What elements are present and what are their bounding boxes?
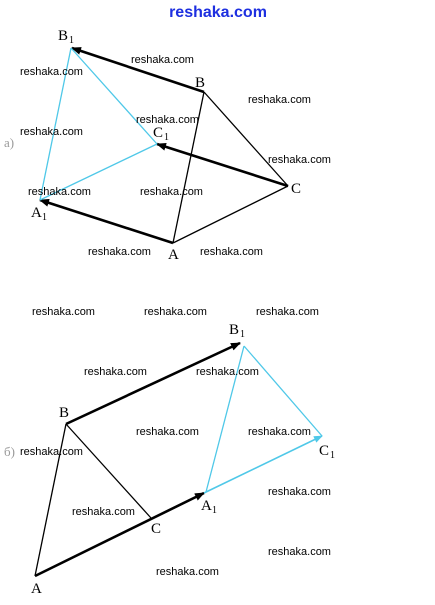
watermarks-part-a: reshaka.com reshaka.com reshaka.com resh… [20,54,331,258]
watermark: reshaka.com [144,306,207,318]
edge-a1-b1 [39,47,72,201]
watermark: reshaka.com [268,546,331,558]
label-b1: B [229,322,239,338]
edge-b-c [203,91,289,187]
label-b: B [195,75,205,91]
watermark: reshaka.com [136,114,199,126]
edge-b1-a1 [205,345,245,493]
label-a1: A [31,205,42,221]
label-b1: B [58,28,68,44]
label-c1-subscript: 1 [164,132,169,143]
label-c: C [151,521,161,537]
watermark: reshaka.com [268,154,331,166]
watermark: reshaka.com [256,306,319,318]
watermark: reshaka.com [136,426,199,438]
edge-c-a [172,185,289,244]
edge-c1-a1 [39,143,158,201]
watermark: reshaka.com [268,486,331,498]
part-a-marker: а) [4,135,14,150]
edge-b-c [65,423,152,519]
label-c1: C [153,125,163,141]
edge-a-b [172,91,205,244]
vector-a-a1 [34,491,205,578]
vector-a-a1 [39,198,174,245]
watermark: reshaka.com [140,186,203,198]
label-a: A [168,247,179,263]
watermark: reshaka.com [88,246,151,258]
watermark: reshaka.com [32,306,95,318]
watermark: reshaka.com [20,66,83,78]
label-a1-subscript: 1 [212,505,217,516]
edge-a-b [34,423,67,577]
watermark: reshaka.com [84,366,147,378]
watermark: reshaka.com [131,54,194,66]
label-a1-subscript: 1 [42,212,47,223]
vector-a1-c1 [203,435,323,494]
label-b: B [59,405,69,421]
watermark: reshaka.com [248,426,311,438]
label-a1: A [201,498,212,514]
figure-part-a: а) B 1 B C 1 C A 1 A [4,28,301,263]
watermark: reshaka.com [28,186,91,198]
label-b1-subscript: 1 [240,329,245,340]
watermark: reshaka.com [20,446,83,458]
watermark: reshaka.com [248,94,311,106]
vector-b-b1 [65,341,241,426]
part-b-marker: б) [4,444,15,459]
watermark: reshaka.com [156,566,219,578]
vector-b-b1 [71,46,205,94]
watermark: reshaka.com [196,366,259,378]
figure-part-b: б) B 1 B C 1 A 1 C A [4,322,335,597]
label-b1-subscript: 1 [69,35,74,46]
watermark: reshaka.com [200,246,263,258]
watermark: reshaka.com [72,506,135,518]
vector-c-c1 [156,142,289,188]
label-c: C [291,181,301,197]
watermark: reshaka.com [20,126,83,138]
watermarks-part-b: reshaka.com reshaka.com reshaka.com resh… [20,306,331,578]
label-a: A [31,581,42,597]
site-title: reshaka.com [169,4,267,21]
edge-b1-c1 [243,345,323,437]
edge-b1-c1 [70,47,158,145]
label-c1: C [319,443,329,459]
label-c1-subscript: 1 [330,450,335,461]
